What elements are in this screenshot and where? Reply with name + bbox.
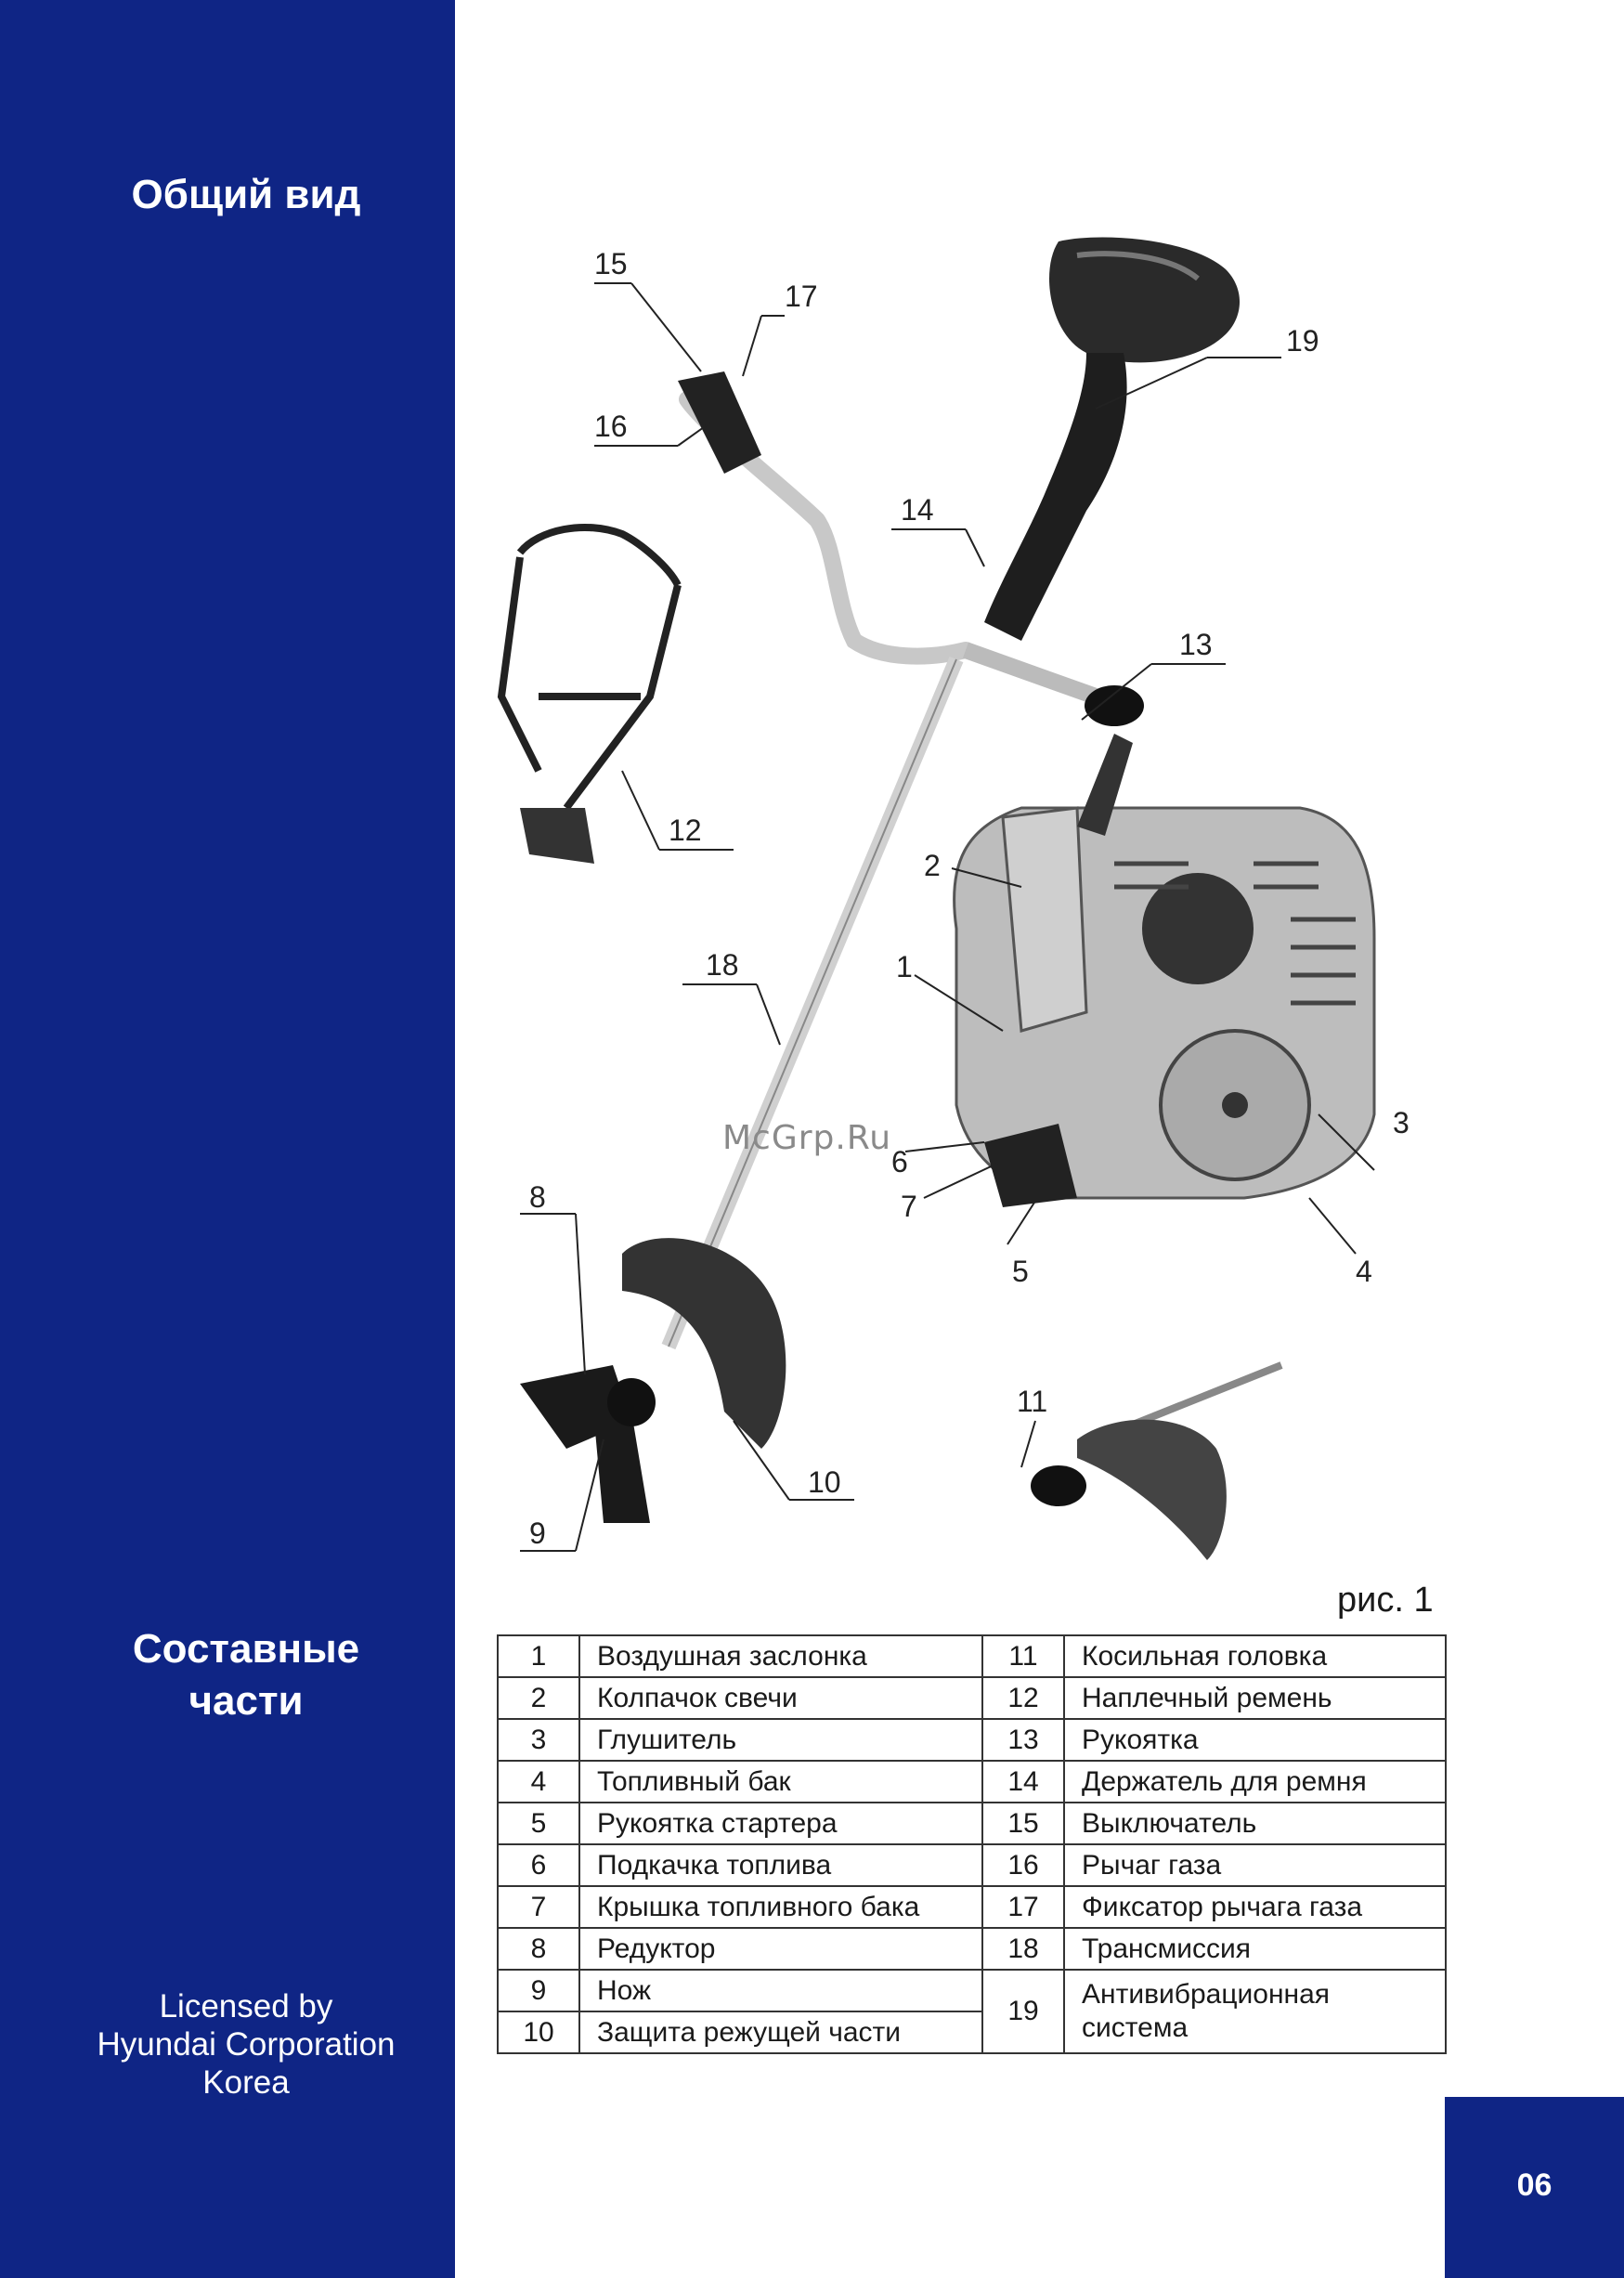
part-number: 4 [497, 1760, 580, 1803]
part-number: 12 [981, 1676, 1065, 1720]
callout-16: 16 [594, 410, 628, 443]
part-name: Трансмиссия [1063, 1927, 1447, 1971]
part-number: 2 [497, 1676, 580, 1720]
callout-10: 10 [808, 1465, 841, 1499]
part-number: 7 [497, 1885, 580, 1929]
section-title-parts-line2: части [188, 1678, 304, 1724]
table-row: 1 Воздушная заслонка 11 Косильная головк… [497, 1634, 1447, 1678]
anti-vibration-tube [984, 353, 1127, 641]
part-name: Воздушная заслонка [578, 1634, 983, 1678]
part-name: Колпачок свечи [578, 1676, 983, 1720]
license-line-1: Licensed by [159, 1988, 333, 2024]
license-note: Licensed by Hyundai Corporation Korea [56, 1987, 436, 2102]
part-number: 9 [497, 1969, 580, 2012]
callout-14: 14 [901, 493, 934, 527]
part-name: Рычаг газа [1063, 1843, 1447, 1887]
part-name: Наплечный ремень [1063, 1676, 1447, 1720]
part-number: 17 [981, 1885, 1065, 1929]
callout-13: 13 [1179, 628, 1213, 661]
section-title-parts: Составные части [56, 1623, 436, 1727]
part-name: Защита режущей части [578, 2011, 983, 2054]
part-name: Фиксатор рычага газа [1063, 1885, 1447, 1929]
table-row: 4 Топливный бак 14 Держатель для ремня [497, 1760, 1447, 1803]
sidebar: Общий вид Составные части Licensed by Hy… [0, 0, 455, 2278]
part-number: 5 [497, 1802, 580, 1845]
part-number: 10 [497, 2011, 580, 2054]
part-name: Подкачка топлива [578, 1843, 983, 1887]
part-number: 1 [497, 1634, 580, 1678]
harness-illustration [497, 523, 682, 811]
callout-5: 5 [1012, 1255, 1029, 1288]
part-name: Рукоятка стартера [578, 1802, 983, 1845]
license-line-3: Korea [202, 2064, 290, 2101]
part-name: Крышка топливного бака [578, 1885, 983, 1929]
part-name: Редуктор [578, 1927, 983, 1971]
table-row: 9 Нож 19 Антивибрационная система [497, 1969, 1447, 2054]
callout-17: 17 [785, 280, 818, 313]
callout-8: 8 [529, 1180, 546, 1214]
part-name: Косильная головка [1063, 1634, 1447, 1678]
part-number: 11 [981, 1634, 1065, 1678]
table-row: 7 Крышка топливного бака 17 Фиксатор рыч… [497, 1885, 1447, 1929]
table-row: 5 Рукоятка стартера 15 Выключатель [497, 1802, 1447, 1845]
side-grip-illustration [962, 642, 1099, 705]
callout-6: 6 [891, 1145, 908, 1178]
trimmer-head-illustration [1031, 1361, 1283, 1560]
trimmer-exploded-diagram: 15 17 16 19 14 13 12 18 2 1 3 6 7 4 5 8 … [497, 237, 1410, 1560]
table-row: 8 Редуктор 18 Трансмиссия [497, 1927, 1447, 1971]
part-name: Антивибрационная система [1063, 1969, 1447, 2054]
parts-table: 1 Воздушная заслонка 11 Косильная головк… [497, 1634, 1447, 2054]
part-number: 18 [981, 1927, 1065, 1971]
table-row: 10 Защита режущей части [497, 2011, 1446, 2054]
part-name: Топливный бак [578, 1760, 983, 1803]
part-name: Рукоятка [1063, 1718, 1447, 1762]
section-title-parts-line1: Составные [132, 1626, 360, 1672]
part-number: 15 [981, 1802, 1065, 1845]
section-title-overview: Общий вид [131, 172, 361, 217]
callout-3: 3 [1393, 1106, 1410, 1139]
table-row: 6 Подкачка топлива 16 Рычаг газа [497, 1843, 1447, 1887]
table-row: 3 Глушитель 13 Рукоятка [497, 1718, 1447, 1762]
figure-caption: рис. 1 [1337, 1581, 1434, 1620]
callout-9: 9 [529, 1516, 546, 1550]
callout-18: 18 [706, 948, 739, 982]
part-number: 3 [497, 1718, 580, 1762]
page-number-box: 06 [1445, 2097, 1624, 2278]
callout-2: 2 [924, 849, 941, 882]
page-number: 06 [1516, 2167, 1553, 2203]
engine-head-illustration [1049, 237, 1240, 363]
table-row: 2 Колпачок свечи 12 Наплечный ремень [497, 1676, 1447, 1720]
part-name: Держатель для ремня [1063, 1760, 1447, 1803]
callout-11: 11 [1017, 1385, 1047, 1418]
harness-pad [520, 808, 594, 864]
part-name: Выключатель [1063, 1802, 1447, 1845]
callout-19: 19 [1286, 324, 1319, 358]
callout-15: 15 [594, 247, 628, 280]
callout-7: 7 [901, 1190, 917, 1223]
handle-grip-illustration [678, 371, 761, 474]
callout-12: 12 [669, 814, 702, 847]
watermark-text: McGrp.Ru [722, 1119, 892, 1157]
cutting-blade-illustration [520, 1238, 786, 1523]
part-number: 14 [981, 1760, 1065, 1803]
side-grip-knob [1085, 685, 1144, 726]
part-number: 16 [981, 1843, 1065, 1887]
callout-1: 1 [896, 950, 913, 983]
shaft-outline [668, 658, 957, 1347]
callout-4: 4 [1356, 1255, 1372, 1288]
part-number: 6 [497, 1843, 580, 1887]
part-name: Глушитель [578, 1718, 983, 1762]
license-line-2: Hyundai Corporation [97, 2026, 396, 2063]
part-number: 8 [497, 1927, 580, 1971]
engine-detail-illustration [953, 734, 1376, 1207]
part-name: Нож [578, 1969, 983, 2012]
part-number: 13 [981, 1718, 1065, 1762]
part-number: 19 [981, 1969, 1065, 2054]
